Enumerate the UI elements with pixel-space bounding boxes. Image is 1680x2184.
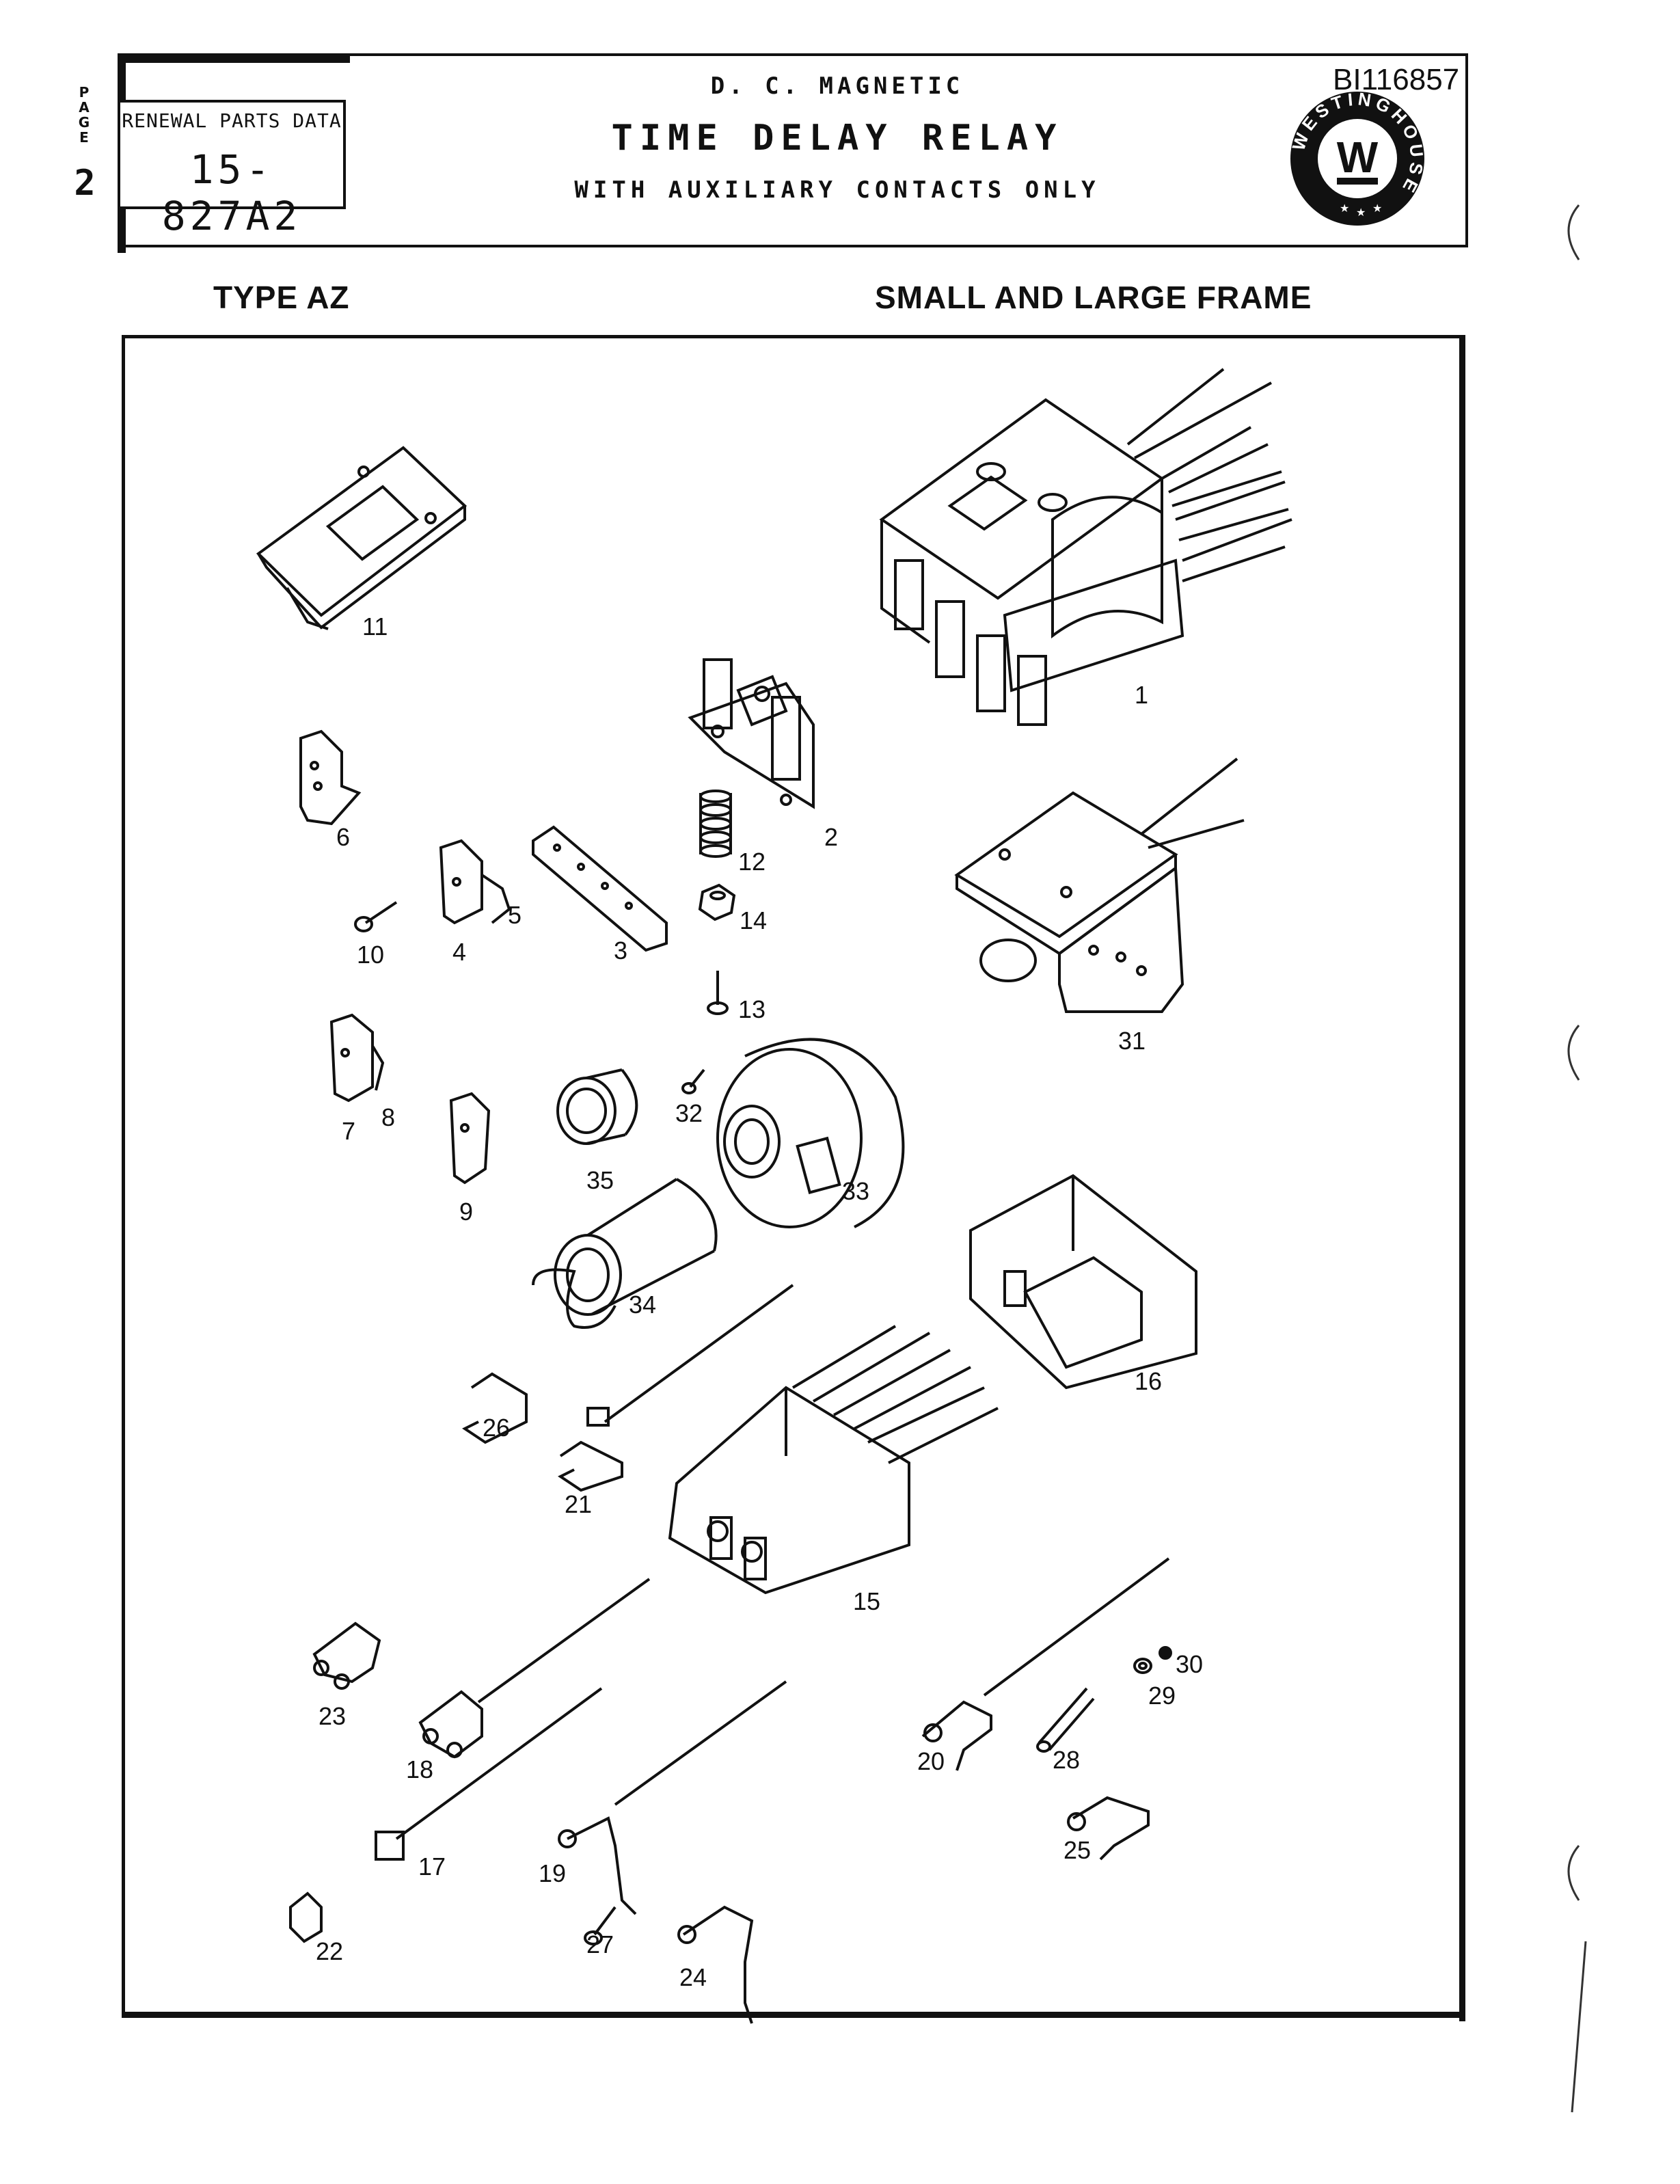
part-label: 31 — [1118, 1027, 1146, 1055]
westinghouse-logo: WESTINGHOUSE W ★ ★ ★ — [1288, 90, 1424, 226]
svg-text:★: ★ — [1340, 203, 1349, 215]
renewal-parts-number: 15-827A2 — [161, 146, 302, 239]
part-34-plunger — [532, 1178, 718, 1329]
part-23-clip — [312, 1621, 381, 1690]
part-3-strip — [532, 825, 668, 952]
part-label: 19 — [539, 1859, 567, 1887]
part-label: 4 — [452, 938, 467, 966]
part-label: 28 — [1053, 1746, 1081, 1774]
page-side-label: PAGE — [74, 85, 94, 145]
part-label: 34 — [629, 1291, 657, 1319]
part-26-clip — [462, 1372, 528, 1444]
part-28-pin — [1036, 1687, 1095, 1753]
part-14-nut — [698, 883, 736, 921]
part-label: 18 — [406, 1755, 434, 1783]
part-4-contact-block — [439, 839, 511, 925]
part-label: 27 — [586, 1930, 614, 1958]
logo-letter: W — [1337, 133, 1379, 182]
renewal-parts-label: RENEWAL PARTS DATA — [122, 109, 342, 132]
part-35-sleeve — [556, 1068, 638, 1145]
part-label: 29 — [1148, 1682, 1176, 1710]
part-24-clip — [677, 1905, 754, 2024]
part-label: 22 — [316, 1937, 344, 1965]
part-25-clip — [1067, 1796, 1150, 1861]
part-32-screw — [681, 1068, 705, 1094]
binder-hole-marks — [1567, 204, 1587, 2113]
part-2-armature-bracket — [688, 658, 815, 809]
part-21-rod — [558, 1284, 794, 1492]
part-label: 20 — [917, 1747, 945, 1775]
part-31-frame — [954, 757, 1245, 1013]
part-22-terminal — [289, 1891, 323, 1943]
part-29-washer — [1133, 1658, 1152, 1674]
part-label: 6 — [336, 823, 351, 851]
part-16-contact-housing — [969, 1174, 1197, 1390]
part-label: 21 — [565, 1490, 593, 1518]
part-label: 13 — [738, 995, 766, 1023]
part-33-coil — [716, 1038, 905, 1228]
part-15-contact-assembly — [668, 1325, 999, 1595]
part-13-screw — [707, 971, 729, 1015]
part-7-contact-block — [329, 1013, 385, 1103]
part-12-spring — [699, 790, 732, 858]
frame-size-label: SMALL AND LARGE FRAME — [875, 280, 1312, 315]
part-30-nut — [1159, 1646, 1172, 1660]
part-label: 7 — [342, 1117, 356, 1145]
page-number: 2 — [74, 163, 96, 204]
part-10-screw — [354, 901, 398, 932]
document-id: BI116857 — [1333, 63, 1460, 96]
svg-text:★: ★ — [1372, 203, 1382, 215]
part-19-rod — [558, 1680, 787, 1915]
part-label: 9 — [459, 1198, 474, 1226]
header-line-3: WITH AUXILIARY CONTACTS ONLY — [574, 176, 1100, 204]
part-18-rod — [418, 1578, 651, 1759]
part-label: 2 — [824, 823, 839, 851]
part-label: 10 — [357, 941, 385, 969]
page-label-text: PAGE — [78, 84, 90, 146]
part-label: 3 — [614, 936, 628, 965]
part-20-rod — [921, 1557, 1170, 1771]
part-label: 15 — [853, 1587, 881, 1615]
part-27-screw — [584, 1906, 617, 1945]
part-1-relay-assembly — [879, 368, 1292, 726]
part-label: 5 — [508, 901, 522, 929]
part-17-rod — [375, 1687, 603, 1861]
part-9-contact-block — [449, 1092, 491, 1185]
part-label: 17 — [418, 1852, 446, 1880]
part-6-contact-block — [299, 729, 362, 826]
part-label: 11 — [362, 612, 388, 641]
part-label: 33 — [842, 1177, 870, 1205]
part-label: 14 — [740, 906, 768, 934]
part-label: 23 — [319, 1702, 347, 1730]
part-label: 30 — [1176, 1650, 1204, 1678]
part-label: 1 — [1135, 681, 1149, 709]
header-rule-top — [118, 53, 350, 63]
part-label: 8 — [381, 1103, 396, 1131]
part-label: 26 — [483, 1414, 511, 1442]
header-title: TIME DELAY RELAY — [611, 118, 1063, 159]
part-11-plate — [256, 446, 468, 630]
parts-illustration-frame — [122, 335, 1465, 2021]
header-line-1: D. C. MAGNETIC — [710, 72, 964, 100]
part-label: 35 — [586, 1166, 614, 1194]
renewal-parts-box: RENEWAL PARTS DATA 15-827A2 — [118, 100, 346, 239]
svg-text:★: ★ — [1356, 207, 1366, 219]
part-label: 16 — [1135, 1367, 1163, 1395]
part-label: 24 — [679, 1963, 707, 1991]
type-label: TYPE AZ — [213, 280, 350, 315]
part-label: 12 — [738, 848, 766, 876]
part-label: 32 — [675, 1099, 703, 1127]
part-label: 25 — [1063, 1836, 1092, 1864]
